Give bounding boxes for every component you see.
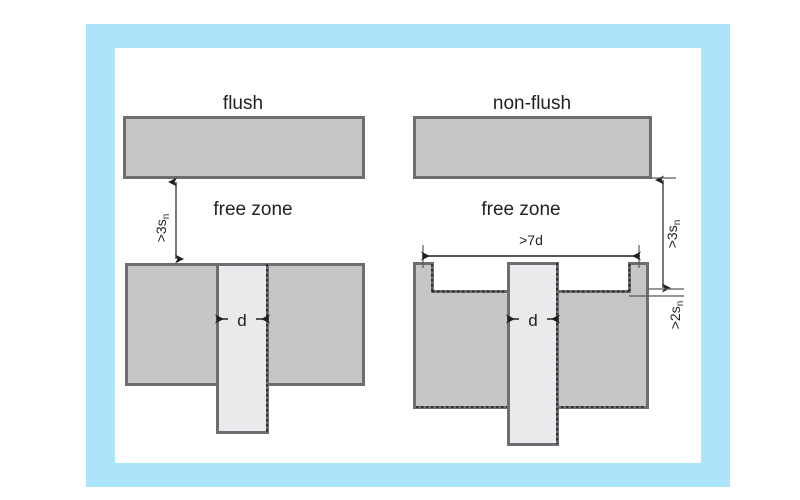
svg-text:>3sn: >3sn <box>153 214 172 243</box>
non-flush-depth-dimension-label: >2sn <box>667 301 686 330</box>
flush-diagram: flush free zone >3sn d <box>123 93 365 434</box>
svg-text:>3sn: >3sn <box>664 220 683 249</box>
non-flush-depth-value: >2s <box>667 306 683 329</box>
non-flush-title: non-flush <box>493 93 571 114</box>
non-flush-sensor-body <box>507 262 559 446</box>
non-flush-free-zone-label: free zone <box>481 199 560 220</box>
flush-clearance-dimension-label: >3sn <box>153 214 172 243</box>
non-flush-diameter-label-bg <box>519 308 547 330</box>
flush-free-zone-label: free zone <box>213 199 292 220</box>
non-flush-width-dimension-label: >7d <box>519 232 543 248</box>
non-flush-dim-value: >3s <box>664 225 680 248</box>
non-flush-dim-subscript: n <box>672 220 683 226</box>
flush-target-block <box>123 116 365 179</box>
flush-dim-subscript: n <box>161 214 172 220</box>
non-flush-diagram: non-flush free zone d >7d <box>413 93 686 446</box>
non-flush-depth-subscript: n <box>675 301 686 307</box>
non-flush-target-block <box>413 116 652 179</box>
flush-sensor-body <box>216 263 269 434</box>
flush-dim-value: >3s <box>153 219 169 242</box>
svg-text:>2sn: >2sn <box>667 301 686 330</box>
flush-title: flush <box>223 93 263 114</box>
flush-sensor-diameter-label: d <box>237 311 246 330</box>
flush-diameter-label-bg <box>228 308 256 330</box>
non-flush-sensor-diameter-label: d <box>528 311 537 330</box>
non-flush-clearance-dimension-label: >3sn <box>664 220 683 249</box>
